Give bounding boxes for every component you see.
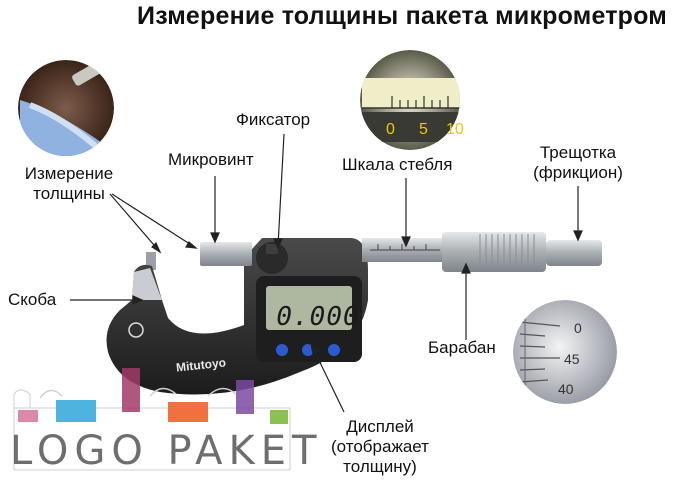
label-thimble: Барабан xyxy=(428,338,496,357)
sleeve-scale-10: 10 xyxy=(446,121,464,138)
thimble-scale-0: 0 xyxy=(574,320,582,336)
label-ratchet: Трещотка (фрикцион) xyxy=(516,143,640,183)
micrometer xyxy=(106,232,602,395)
thimble-scale-45: 45 xyxy=(564,351,580,367)
lcd-screen xyxy=(266,286,352,330)
hold-button[interactable] xyxy=(328,344,340,356)
page-title: Измерение толщины пакета микрометром xyxy=(137,2,667,30)
label-thickness-line1: Измерение xyxy=(24,164,114,183)
lock-lever xyxy=(256,242,288,274)
ip-badge xyxy=(128,322,144,338)
label-lock: Фиксатор xyxy=(236,110,311,129)
label-ratchet-line2: (фрикцион) xyxy=(533,163,623,182)
frame-anvil-block xyxy=(132,268,162,300)
spindle xyxy=(200,242,252,266)
logo-bags xyxy=(13,368,291,471)
anvil xyxy=(146,252,156,270)
label-display: Дисплей (отображает толщину) xyxy=(316,417,444,477)
label-ratchet-line1: Трещотка xyxy=(539,143,617,162)
origin-button[interactable] xyxy=(276,344,288,356)
label-thickness: Измерение толщины xyxy=(6,164,132,204)
label-spindle: Микровинт xyxy=(168,150,254,169)
leader-lines xyxy=(70,133,583,413)
label-display-line1: Дисплей xyxy=(346,417,414,436)
label-sleeve-scale: Шкала стебля xyxy=(342,155,453,174)
sleeve-scale-5: 5 xyxy=(419,121,428,138)
label-thickness-line2: толщины xyxy=(33,184,105,203)
thimble xyxy=(442,232,546,272)
sleeve-scale-0: 0 xyxy=(386,121,395,138)
lcd-reading: 0.000 xyxy=(276,302,360,332)
label-display-line3: толщину) xyxy=(343,457,417,476)
thimble-scale-40: 40 xyxy=(558,381,574,397)
logo-text: LOGO PAKET xyxy=(10,428,323,474)
ratchet xyxy=(546,240,602,266)
label-frame: Скоба xyxy=(8,290,57,309)
zoom-thimble-scale xyxy=(513,300,617,404)
zoom-thickness-detail xyxy=(18,60,114,156)
label-display-line2: (отображает xyxy=(331,437,429,456)
